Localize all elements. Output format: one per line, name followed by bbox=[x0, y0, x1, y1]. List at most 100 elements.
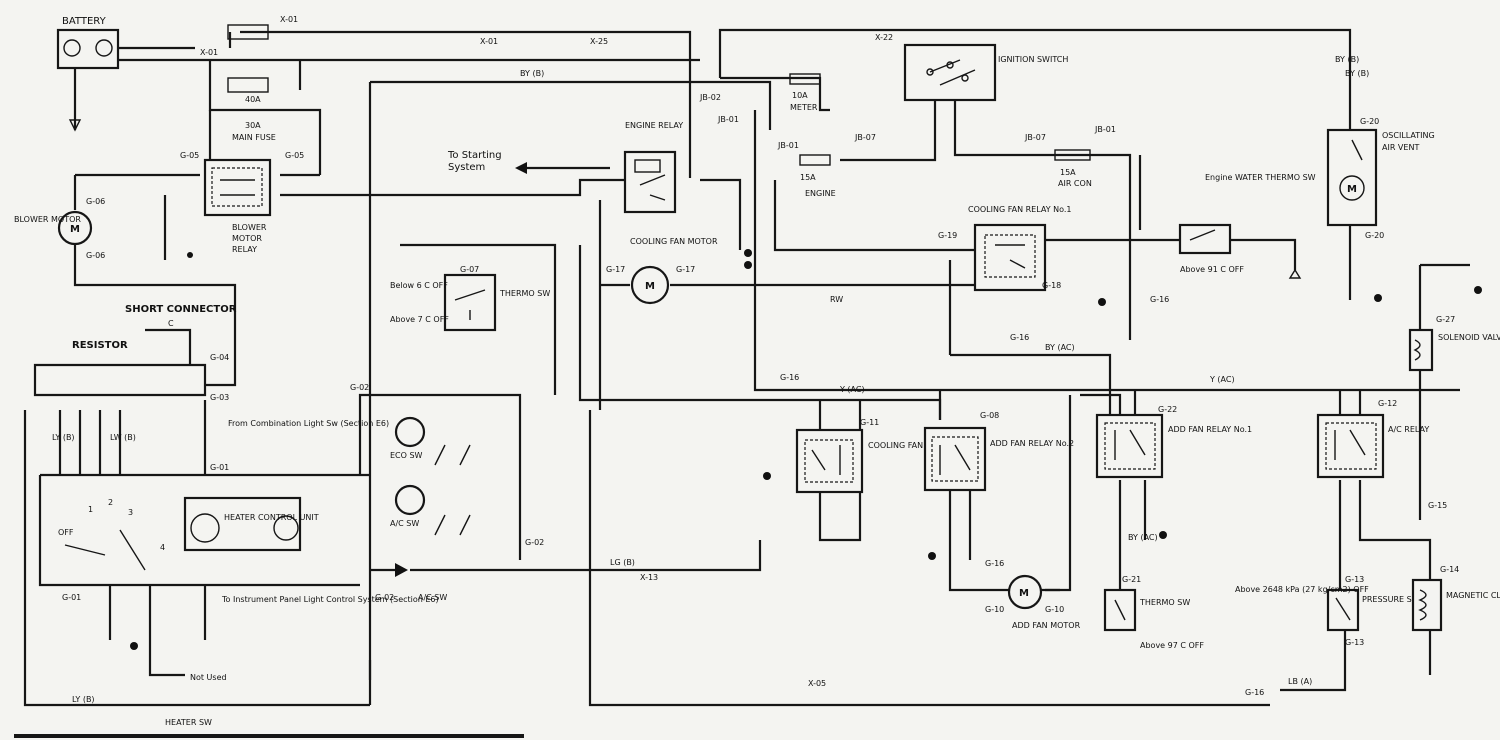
x01-label-b: X-01 bbox=[200, 48, 218, 57]
g15-label: G-15 bbox=[1428, 501, 1447, 510]
cooling-fan-relay1-label: COOLING FAN RELAY No.1 bbox=[968, 205, 1072, 214]
svg-text:M: M bbox=[645, 281, 655, 292]
pressure-sw-label: PRESSURE SW bbox=[1362, 595, 1420, 604]
g01b-label: G-01 bbox=[62, 593, 81, 602]
oscillating-label: OSCILLATING bbox=[1382, 131, 1435, 140]
g18-label: G-18 bbox=[1042, 281, 1061, 290]
ground-symbols bbox=[68, 119, 1482, 650]
above-7c-label: Above 7 C OFF bbox=[390, 315, 449, 324]
fuse-15a-engine-label: 15A bbox=[800, 173, 816, 182]
by-top-label: BY (B) bbox=[520, 69, 544, 78]
g13-label: G-13 bbox=[1345, 575, 1364, 584]
cooling-fan-motor: M COOLING FAN MOTOR G-17 G-17 bbox=[606, 237, 718, 305]
g16-label-mid: G-16 bbox=[780, 373, 799, 382]
engine-label: ENGINE bbox=[805, 189, 836, 198]
lw-label: LW (B) bbox=[110, 433, 136, 442]
lb-bottom-label: LB (A) bbox=[1288, 677, 1312, 686]
g19-label: G-19 bbox=[938, 231, 957, 240]
by-ac-label: BY (AC) bbox=[1045, 343, 1075, 352]
pos3-label: 3 bbox=[128, 508, 133, 517]
blower-motor-label: BLOWER MOTOR bbox=[14, 215, 81, 224]
to-starting-arrowhead bbox=[515, 162, 527, 174]
ly-bottom-label: LY (B) bbox=[72, 695, 95, 704]
fuse-30a-label: 30A bbox=[245, 121, 261, 130]
eco-sw-label: ECO SW bbox=[390, 451, 423, 460]
by-mid-label: BY (B) bbox=[1345, 69, 1369, 78]
engine-relay: ENGINE RELAY bbox=[623, 121, 683, 214]
air-vent-label: AIR VENT bbox=[1382, 143, 1419, 152]
x13-label: X-13 bbox=[640, 573, 658, 582]
fuse-40a-label: 40A bbox=[245, 95, 261, 104]
g02-label: G-02 bbox=[375, 593, 394, 602]
magnetic-clutch: MAGNETIC CLUTCH G-14 G-15 bbox=[1411, 501, 1500, 632]
g22-label: G-22 bbox=[1158, 405, 1177, 414]
g21-label: G-21 bbox=[1122, 575, 1141, 584]
x01-label-a: X-01 bbox=[280, 15, 298, 24]
g16-bottom-label: G-16 bbox=[1245, 688, 1264, 697]
pressure-switch: PRESSURE SW Above 2648 kPa (27 kg/cm2) O… bbox=[1235, 575, 1420, 647]
g01-label: G-01 bbox=[210, 463, 229, 472]
y-ac-label-2: Y (AC) bbox=[1209, 375, 1235, 384]
resistor-label: RESISTOR bbox=[72, 340, 128, 351]
heater-sw-bottom-label: HEATER SW bbox=[165, 718, 212, 727]
pos1-label: 1 bbox=[88, 505, 93, 514]
g17b-label: G-17 bbox=[676, 265, 695, 274]
g06-label: G-06 bbox=[86, 197, 105, 206]
g20b-label: G-20 bbox=[1365, 231, 1384, 240]
add-fan-relay1-label: ADD FAN RELAY No.1 bbox=[1168, 425, 1252, 434]
magnetic-clutch-label: MAGNETIC CLUTCH bbox=[1446, 591, 1500, 600]
rw-label: RW bbox=[830, 295, 843, 304]
battery: BATTERY bbox=[56, 16, 120, 70]
ac-sw2-label: A/C SW bbox=[418, 593, 447, 602]
g16-label-c: G-16 bbox=[1150, 295, 1169, 304]
g02c-label: G-02 bbox=[525, 538, 544, 547]
jb02-label: JB-02 bbox=[699, 93, 721, 102]
g13b-label: G-13 bbox=[1345, 638, 1364, 647]
pos2-label: 2 bbox=[108, 498, 113, 507]
svg-text:M: M bbox=[70, 224, 80, 235]
svg-text:M: M bbox=[1019, 588, 1029, 599]
blower-switch: OFF 1 2 3 4 bbox=[58, 498, 165, 571]
by-ac-label-2: BY (AC) bbox=[1128, 533, 1158, 542]
x22-label: X-22 bbox=[875, 33, 893, 42]
blower-relay-label-3: RELAY bbox=[232, 245, 257, 254]
pressure-note-label: Above 2648 kPa (27 kg/cm2) OFF bbox=[1235, 585, 1369, 594]
off-label: OFF bbox=[58, 528, 74, 537]
not-used-label: Not Used bbox=[190, 673, 227, 682]
g07-label: G-07 bbox=[460, 265, 479, 274]
jb07-label: JB-07 bbox=[854, 133, 876, 142]
g16-label-right: G-16 bbox=[1010, 333, 1029, 342]
eco-ac-switch-panel: ECO SW A/C SW A/C SW G-02 G-02 bbox=[350, 383, 471, 602]
blower-relay-label-2: MOTOR bbox=[232, 234, 262, 243]
c-label: C bbox=[168, 319, 174, 328]
ac-relay: A/C RELAY G-12 bbox=[1316, 399, 1429, 479]
engine-water-thermo-switch: Engine WATER THERMO SW Above 91 C OFF bbox=[1178, 173, 1316, 274]
add-fan-motor: M ADD FAN MOTOR G-10 G-10 bbox=[985, 574, 1081, 630]
y-ac-label-1: Y (AC) bbox=[839, 385, 865, 394]
add-fan-relay-1: ADD FAN RELAY No.1 G-22 bbox=[1095, 405, 1252, 479]
g02b-label: G-02 bbox=[350, 383, 369, 392]
ac-sw-label: A/C SW bbox=[390, 519, 419, 528]
cooling-fan-relay-2: COOLING FAN RELAY No.2 G-11 bbox=[795, 418, 972, 494]
heater-control-unit: HEATER CONTROL UNIT bbox=[183, 496, 319, 552]
above-97c-label: Above 97 C OFF bbox=[1140, 641, 1204, 650]
g05b-label: G-05 bbox=[285, 151, 304, 160]
meter-label: METER bbox=[790, 103, 818, 112]
add-fan-motor-label: ADD FAN MOTOR bbox=[1012, 621, 1081, 630]
to-instrument-label: To Instrument Panel Light Control System… bbox=[221, 595, 439, 604]
jb07b-label: JB-07 bbox=[1024, 133, 1046, 142]
jb01c-label: JB-01 bbox=[1094, 125, 1116, 134]
above-91c-label: Above 91 C OFF bbox=[1180, 265, 1244, 274]
pos4-label: 4 bbox=[160, 543, 165, 552]
svg-text:M: M bbox=[1347, 184, 1357, 195]
engine-relay-label: ENGINE RELAY bbox=[625, 121, 683, 130]
to-starting-label: To Starting bbox=[447, 150, 502, 161]
battery-label: BATTERY bbox=[62, 16, 107, 27]
cooling-fan-motor-label: COOLING FAN MOTOR bbox=[630, 237, 718, 246]
g05-label: G-05 bbox=[180, 151, 199, 160]
bottom-rule bbox=[14, 734, 524, 738]
x05-label: X-05 bbox=[808, 679, 826, 688]
from-combination-label: From Combination Light Sw (Section E6) bbox=[228, 419, 389, 428]
g14-label: G-14 bbox=[1440, 565, 1459, 574]
